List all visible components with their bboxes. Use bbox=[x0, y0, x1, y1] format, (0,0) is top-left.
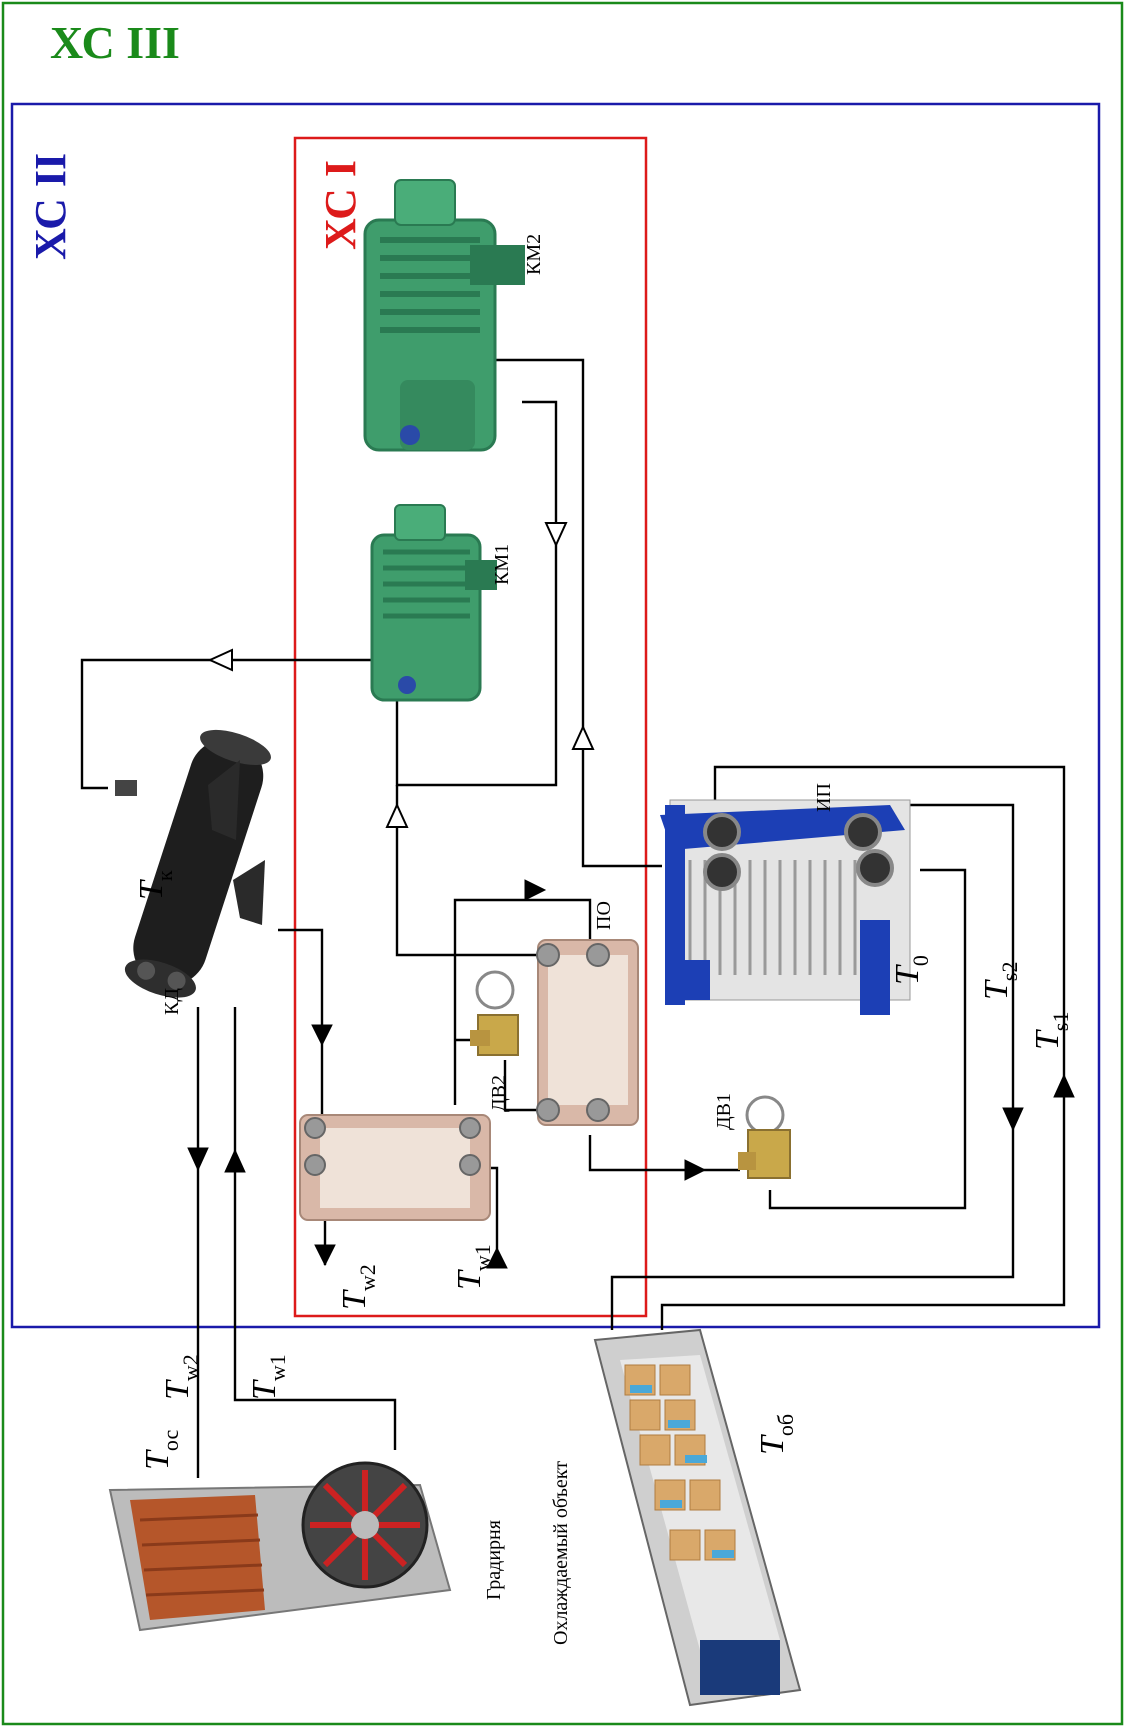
plate-hx-po bbox=[536, 939, 639, 1126]
xc1-boundary bbox=[293, 136, 648, 1318]
tw1-outer-label: Tw1 bbox=[246, 1354, 290, 1400]
ip-label: ИП bbox=[813, 783, 835, 812]
xc3-label: ХС III bbox=[50, 17, 180, 68]
arrow-dv1 bbox=[684, 1159, 707, 1181]
flow-arrows bbox=[187, 522, 1075, 1269]
arrow-kd-water bbox=[311, 1024, 333, 1047]
dv1-label: ДВ1 bbox=[713, 1093, 735, 1130]
gradirnya-label: Градирня bbox=[483, 1520, 505, 1600]
arrow-tw2-inner bbox=[314, 1244, 336, 1267]
arrow-discharge bbox=[207, 648, 233, 672]
expansion-valve-dv2 bbox=[470, 970, 519, 1056]
cooling-tower bbox=[108, 1461, 452, 1632]
po-label: ПО bbox=[593, 901, 615, 930]
arrow-tw1-inner bbox=[486, 1246, 508, 1269]
arrow-ts1 bbox=[1053, 1073, 1075, 1098]
compressor-km2 bbox=[363, 179, 525, 452]
arrow-tw1-outer bbox=[224, 1148, 246, 1173]
kd-label: КД bbox=[161, 988, 183, 1015]
xc1-label: ХС I bbox=[316, 160, 365, 250]
arrow-po-top bbox=[524, 879, 547, 901]
arrow-km2-suction bbox=[544, 522, 568, 548]
tw2-inner-label: Tw2 bbox=[336, 1264, 380, 1310]
dv2-label: ДВ2 bbox=[488, 1075, 510, 1112]
xc2-label: ХС II bbox=[26, 153, 75, 260]
arrow-km1-suction bbox=[385, 802, 409, 828]
tk-label: Tк bbox=[133, 870, 177, 900]
piping bbox=[80, 358, 1066, 1478]
arrow-km2-return bbox=[571, 724, 595, 750]
temperature-labels: Tк T0 Ts2 Ts1 Tw2 Tw1 Tw2 Tw1 Tос Tоб bbox=[133, 870, 1073, 1470]
t0-label: T0 bbox=[889, 955, 933, 985]
km1-label: КМ1 bbox=[491, 544, 513, 585]
tw1-inner-label: Tw1 bbox=[451, 1244, 495, 1290]
evaporator-ip bbox=[660, 799, 911, 1015]
expansion-valve-dv1 bbox=[738, 1095, 791, 1179]
tob-label: Tоб bbox=[754, 1414, 798, 1455]
ts1-label: Ts1 bbox=[1029, 1012, 1073, 1050]
arrow-ts2 bbox=[1002, 1107, 1024, 1132]
compressor-km1 bbox=[370, 504, 497, 702]
plate-hx-water bbox=[299, 1114, 491, 1221]
arrow-tw2-outer bbox=[187, 1147, 209, 1172]
xc2-boundary bbox=[10, 102, 1101, 1329]
tw2-outer-label: Tw2 bbox=[159, 1354, 203, 1400]
object-label: Охлаждаемый объект bbox=[550, 1461, 572, 1645]
ts2-label: Ts2 bbox=[978, 962, 1022, 1000]
cooled-object-container bbox=[593, 1328, 802, 1707]
condenser-kd bbox=[115, 729, 271, 998]
toc-label: Tос bbox=[139, 1430, 183, 1470]
km2-label: КМ2 bbox=[523, 234, 545, 275]
